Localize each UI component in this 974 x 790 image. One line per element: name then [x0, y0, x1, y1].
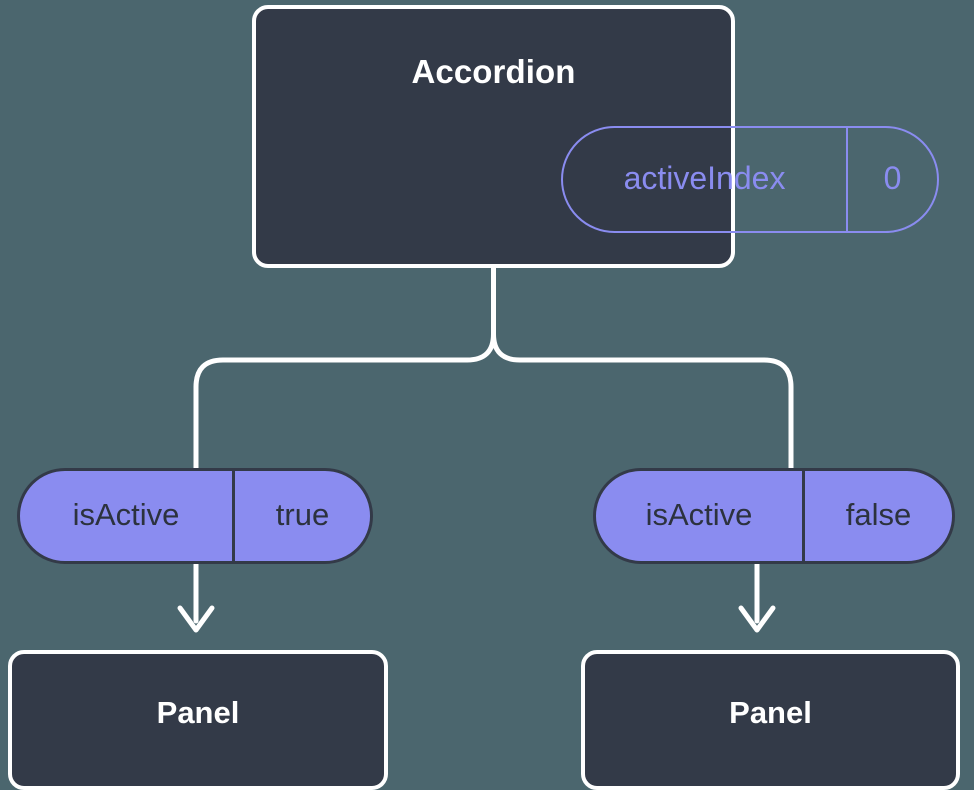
prop-pill-is-active-false[interactable]: isActive false — [593, 468, 955, 564]
prop-pill-value: true — [275, 497, 330, 532]
panel-label: Panel — [729, 695, 812, 730]
arrow-left — [177, 561, 215, 633]
prop-pill-key: isActive — [596, 471, 805, 561]
accordion-node[interactable]: Accordion activeIndex 0 — [252, 5, 939, 268]
branch-line-right — [491, 331, 794, 471]
prop-pill-value: false — [845, 497, 912, 532]
state-pill-key: activeIndex — [563, 128, 848, 231]
diagram-canvas: Accordion activeIndex 0 isActive true is… — [8, 5, 960, 790]
branch-line-left — [193, 331, 496, 471]
state-pill-active-index[interactable]: activeIndex 0 — [561, 126, 939, 233]
prop-pill-key: isActive — [20, 471, 235, 561]
prop-pill-is-active-true[interactable]: isActive true — [17, 468, 373, 564]
accordion-title: Accordion — [411, 53, 576, 90]
state-pill-value: 0 — [883, 160, 902, 196]
panel-label: Panel — [156, 695, 240, 730]
panel-node-left[interactable]: Panel — [8, 650, 388, 790]
arrow-right — [738, 561, 776, 633]
panel-node-right[interactable]: Panel — [581, 650, 960, 790]
